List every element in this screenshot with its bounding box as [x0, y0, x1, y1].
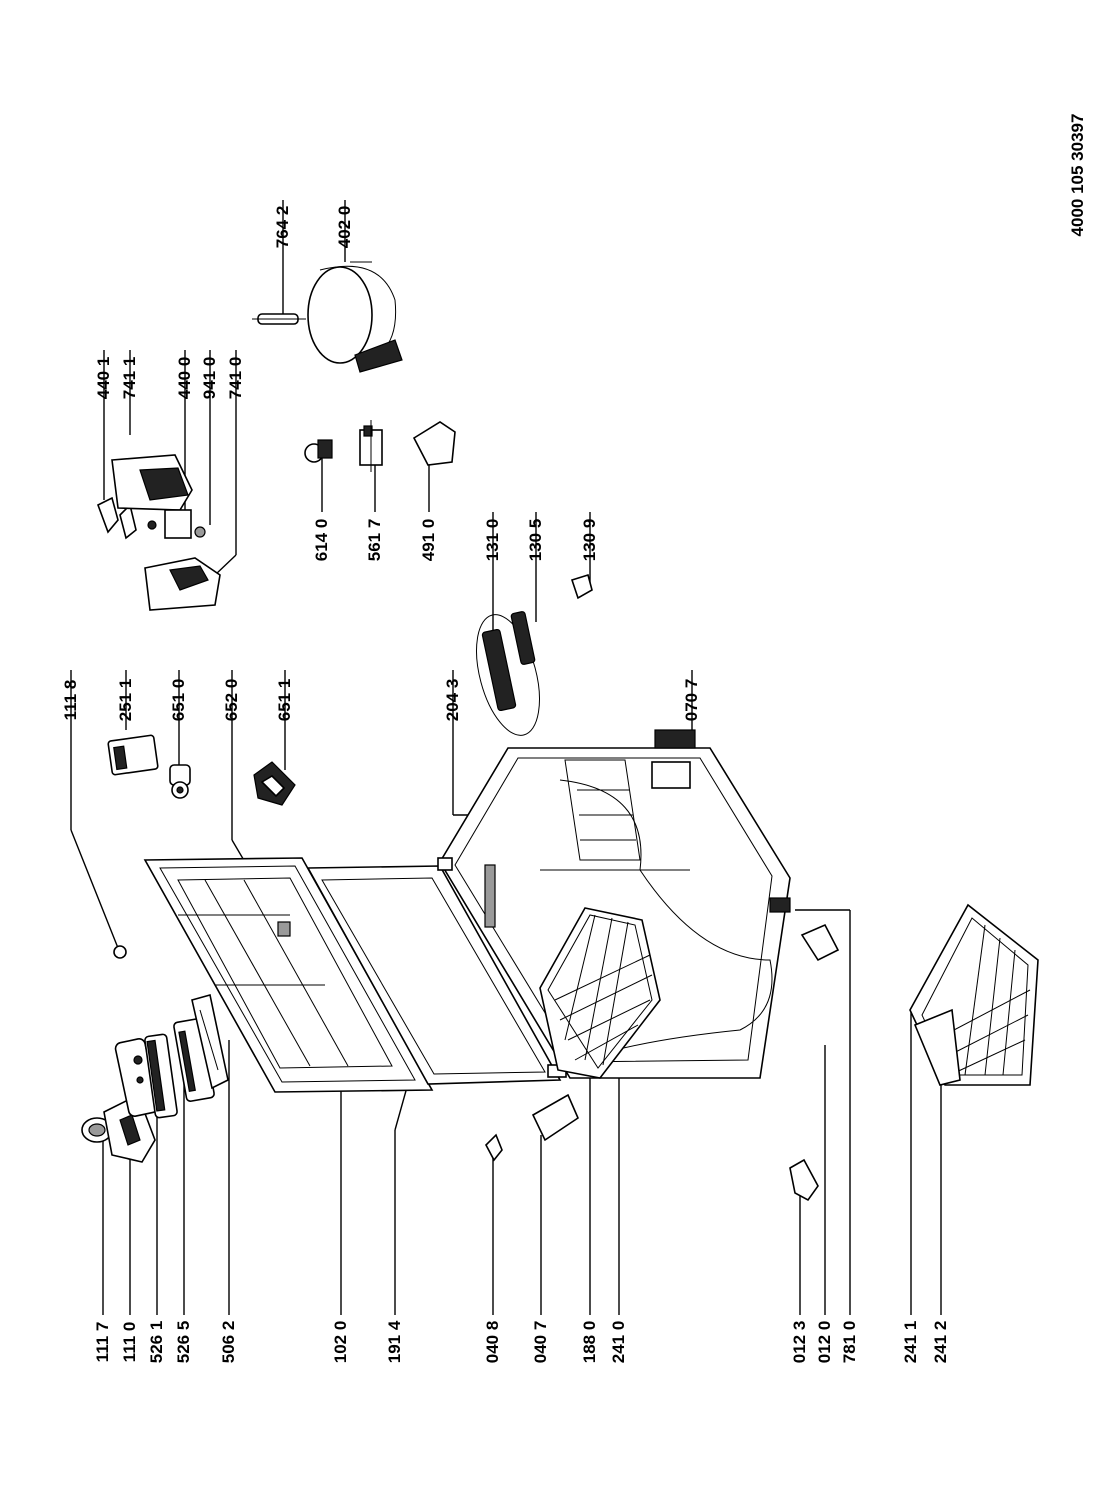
lamp-bulb-part [169, 764, 191, 799]
label-241-2: 241 2 [931, 1321, 950, 1364]
light-cover-part [253, 761, 296, 806]
fan-housing-part [111, 454, 193, 511]
label-191-4: 191 4 [385, 1320, 404, 1363]
label-506-2: 506 2 [219, 1321, 238, 1364]
label-012-3: 012 3 [790, 1321, 809, 1364]
thermostat-knob-part [81, 1117, 113, 1143]
rating-plate-part [654, 729, 696, 749]
label-781-0: 781 0 [840, 1321, 859, 1364]
relay-part [359, 420, 383, 472]
label-012-0: 012 0 [815, 1321, 834, 1364]
label-614-0: 614 0 [312, 519, 331, 562]
label-561-7: 561 7 [365, 519, 384, 562]
cabinet-body-part [437, 747, 791, 1079]
wire-basket-inner-part [539, 907, 661, 1079]
label-491-0: 491 0 [419, 519, 438, 562]
divider-group-part [476, 573, 593, 736]
hinge-part [485, 1133, 503, 1162]
heater-strip-part [191, 994, 229, 1090]
document-code: 4000 105 30397 [1068, 114, 1087, 237]
hinge-cover-part [531, 1093, 580, 1142]
relay-cover-part [412, 421, 456, 466]
label-188-0: 188 0 [580, 1321, 599, 1364]
label-241-0: 241 0 [609, 1321, 628, 1364]
left-label-column: 111 7 111 0 526 1 526 5 506 2 102 0 191 … [93, 1320, 950, 1363]
label-040-8: 040 8 [483, 1321, 502, 1364]
label-526-1: 526 1 [147, 1321, 166, 1364]
label-241-1: 241 1 [901, 1321, 920, 1364]
label-526-5: 526 5 [174, 1321, 193, 1364]
label-102-0: 102 0 [331, 1321, 350, 1364]
gasket-frame-part [306, 865, 562, 1085]
label-111-0: 111 0 [120, 1322, 139, 1363]
label-111-7: 111 7 [93, 1322, 112, 1363]
compressor-part [307, 261, 403, 373]
lid-part [143, 857, 434, 1093]
switch-bar-part [144, 1033, 178, 1119]
label-040-7: 040 7 [531, 1321, 550, 1364]
fan-blade-part [97, 496, 137, 540]
fan-bracket-part [144, 557, 221, 611]
foot-part [789, 1158, 819, 1202]
filter-drier-part [252, 313, 306, 325]
thermostat-part [304, 439, 333, 463]
door-switch-part [800, 923, 840, 962]
filter-part [107, 734, 159, 776]
top-label-row: 111 8 251 1 651 0 652 0 651 1 204 3 070 … [61, 679, 701, 722]
wire-basket-lower-part [909, 903, 1039, 1086]
fan-motor-part [147, 509, 206, 539]
